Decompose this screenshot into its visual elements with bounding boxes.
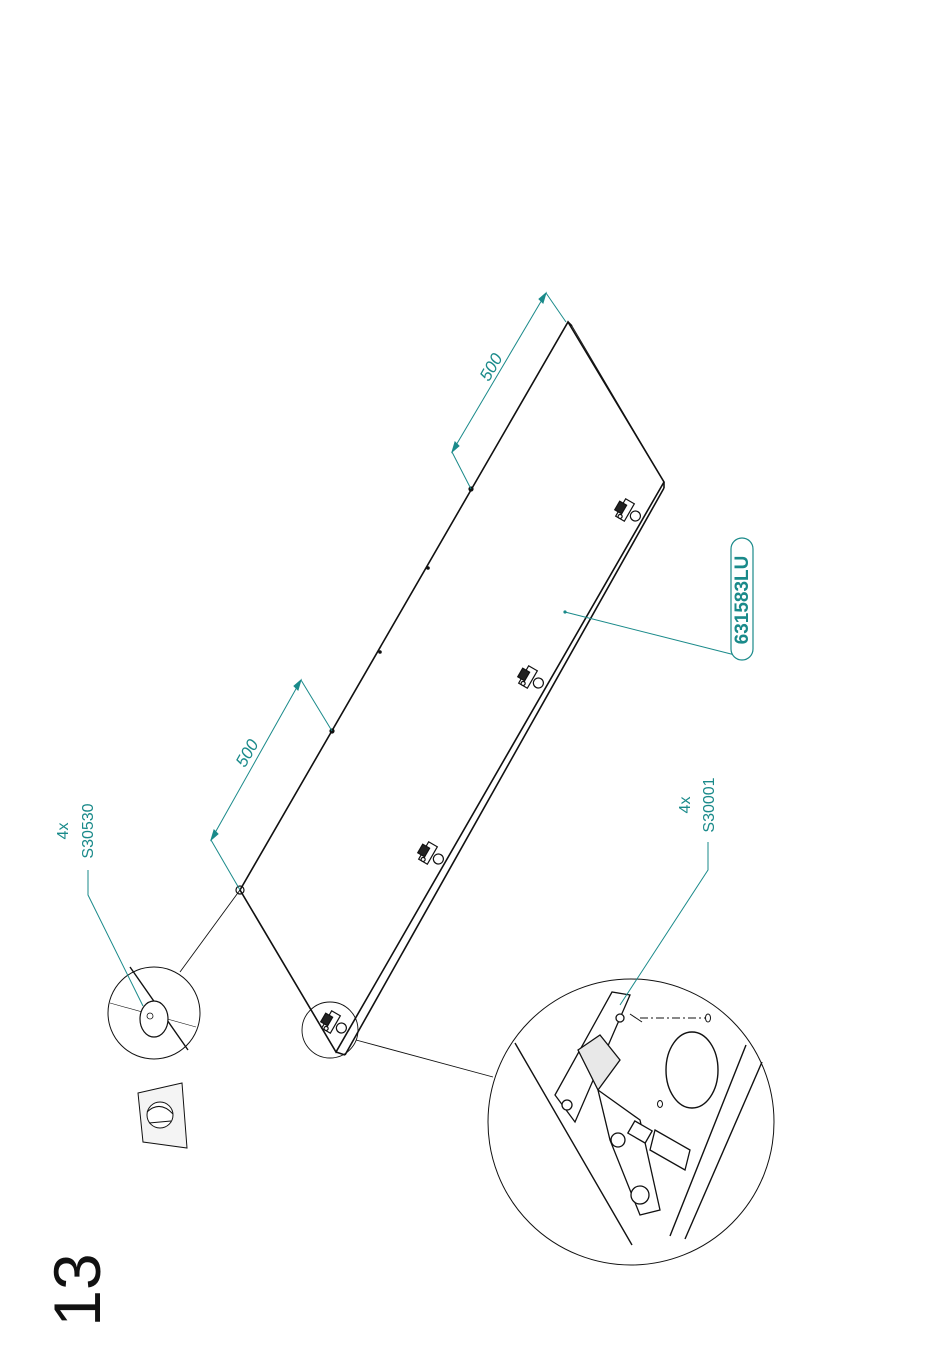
svg-text:S30001: S30001 xyxy=(701,777,718,832)
door-panel xyxy=(236,322,664,1055)
svg-text:500: 500 xyxy=(232,736,263,771)
hinge-callout-qty: 4x xyxy=(677,797,694,814)
svg-text:13: 13 xyxy=(40,1253,114,1326)
svg-text:S30530: S30530 xyxy=(80,803,97,858)
cam-callout-code: S30530 xyxy=(80,803,97,858)
hinge-detail-circle xyxy=(488,979,774,1265)
part-code: 631583LU xyxy=(732,556,753,645)
svg-text:500: 500 xyxy=(476,350,507,385)
svg-text:4x: 4x xyxy=(677,797,694,814)
step-number: 13 xyxy=(40,1253,114,1326)
dimension-label-top: 500 xyxy=(476,350,507,385)
cam-cover-icon xyxy=(138,1083,187,1148)
dimension-label-bottom: 500 xyxy=(232,736,263,771)
hinge-callout-code: S30001 xyxy=(701,777,718,832)
svg-text:631583LU: 631583LU xyxy=(732,556,753,645)
svg-text:4x: 4x xyxy=(55,823,72,840)
cam-callout-qty: 4x xyxy=(55,823,72,840)
